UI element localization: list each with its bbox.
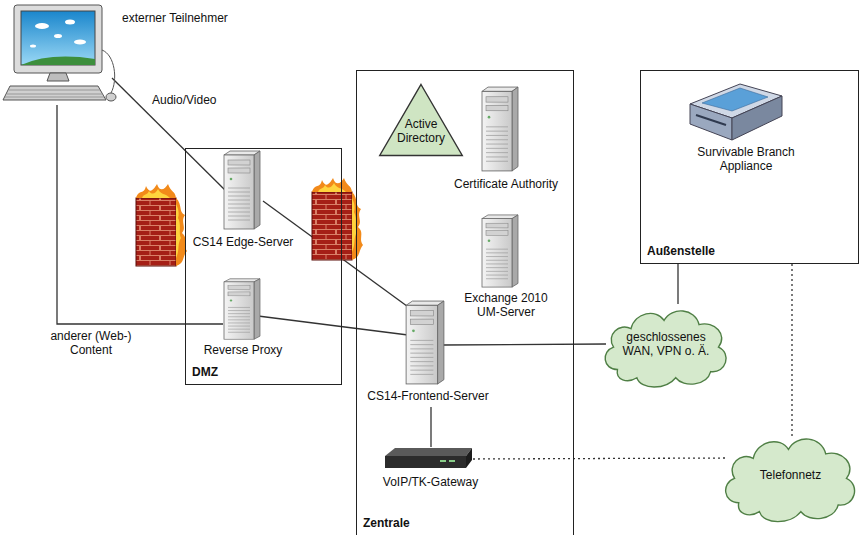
dotted-connector [473,458,728,459]
node-label: Telefonnetz [731,468,851,482]
connector-line [57,105,223,324]
connector-line [443,344,606,345]
triangle-shape [380,84,463,155]
zone-label: DMZ [192,365,218,379]
node-label: Survivable Branch Appliance [686,145,806,173]
node-label: externer Teilnehmer [122,11,235,25]
connector-line [677,264,678,304]
node-label: geschlossenes WAN, VPN o. Ä. [618,330,714,358]
zone-label: Außenstelle [647,244,715,258]
edge-label: Audio/Video [150,93,219,107]
edge-label: anderer (Web-) Content [44,329,138,357]
connector-line [112,78,231,196]
connector-line [258,316,408,335]
node-label: VoIP/TK-Gateway [378,475,483,489]
server-node: CS14-Frontend-Server [363,299,493,407]
server-node: Certificate Authority [441,85,571,195]
network-cloud: geschlossenes WAN, VPN o. Ä. [598,298,734,390]
directory-triangle: Active Directory [378,83,464,157]
appliance-icon [690,84,782,140]
cloud-shape [605,311,726,387]
server-node: CS14 Edge-Server [191,151,295,253]
zone-label: Zentrale [363,516,410,530]
computer-icon [3,5,116,101]
server-icon [482,87,518,171]
dotted-connector [791,264,792,437]
node-label: Active Directory [390,117,452,145]
node-label: Certificate Authority [441,177,571,191]
node-label: CS14-Frontend-Server [363,389,493,403]
computer-node: externer Teilnehmer [5,5,235,105]
server-node: Exchange 2010 UM-Server [446,213,566,323]
node-label: Exchange 2010 UM-Server [460,291,552,319]
node-label: Reverse Proxy [193,343,293,357]
server-node: Reverse Proxy [193,279,293,361]
cloud-shape [726,439,855,522]
node-label: CS14 Edge-Server [191,235,295,249]
server-icon [406,301,444,384]
appliance-node: Survivable Branch Appliance [681,83,811,177]
gateway-node: VoIP/TK-Gateway [378,447,483,493]
server-icon [224,151,260,229]
server-icon [482,215,518,287]
zone-box: Außenstelle Survivable Branch Appliance [640,70,859,264]
connector-line [430,407,431,447]
zone-box: Zentrale Active DirectoryCertificate Auth… [356,70,574,535]
server-icon [224,279,260,339]
zone-box: DMZ CS14 Edge-ServerReverse Proxy [185,148,342,385]
network-cloud: Telefonnetz [718,425,863,525]
firewall-wall [136,184,187,266]
gateway-icon [385,448,472,468]
